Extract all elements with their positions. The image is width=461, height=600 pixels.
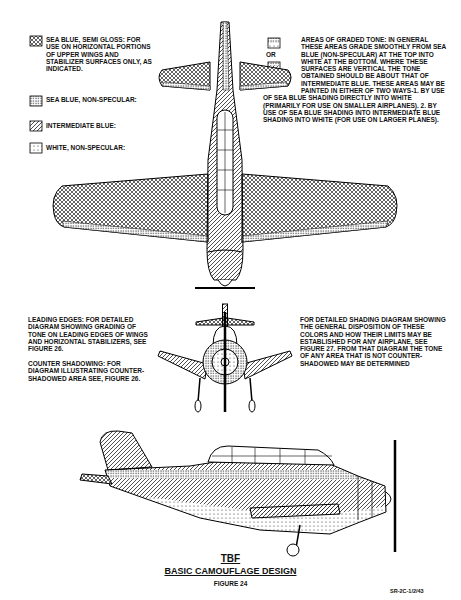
figure-subtitle: BASIC CAMOUFLAGE DESIGN	[0, 566, 461, 576]
legend-text: SEA BLUE, SEMI GLOSS: FOR USE ON HORIZON…	[46, 36, 154, 72]
document-code: SR-2C-1/2/43	[390, 588, 424, 595]
legend-text: AREAS OF GRADED TONE: IN GENERAL THESE A…	[263, 36, 446, 123]
legend-text: WHITE, NON-SPECULAR:	[46, 144, 146, 151]
legend-text: SEA BLUE, NON-SPECULAR:	[46, 96, 146, 103]
legend-entry: AREAS OF GRADED TONE: IN GENERAL THESE A…	[263, 36, 447, 124]
figure-title: TBF	[0, 553, 461, 564]
note-text: LEADING EDGES: FOR DETAILED DIAGRAM SHOW…	[28, 316, 153, 352]
or-label: OR	[266, 51, 276, 58]
note-text: FOR DETAILED SHADING DIAGRAM SHOWING THE…	[300, 316, 448, 367]
legend-text: INTERMEDIATE BLUE:	[46, 122, 146, 129]
note-text: COUNTER SHADOWING: FOR DIAGRAM ILLUSTRAT…	[28, 360, 153, 382]
figure-caption: FIGURE 24	[0, 580, 461, 588]
